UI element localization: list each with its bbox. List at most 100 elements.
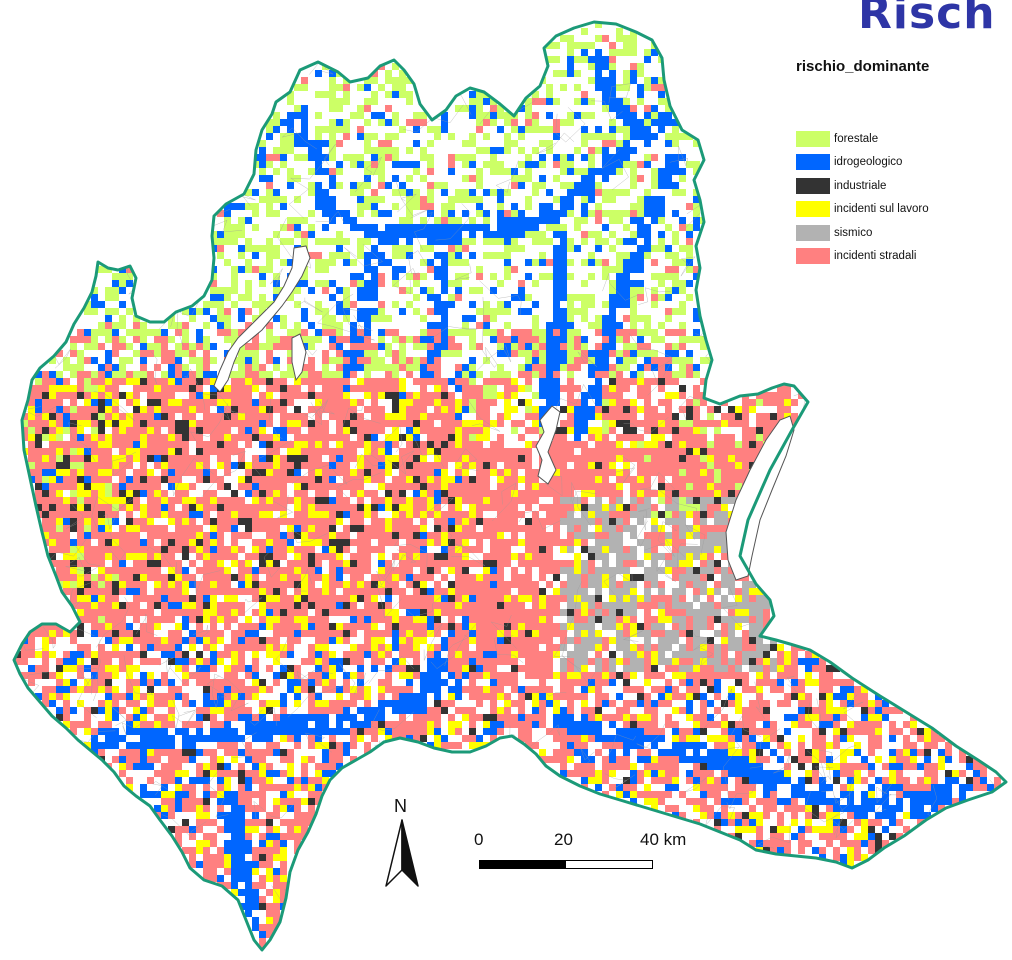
risk-cell [420,497,427,504]
risk-cell [315,126,322,133]
risk-cell [280,609,287,616]
risk-cell [420,448,427,455]
risk-cell [182,406,189,413]
risk-cell [273,532,280,539]
risk-cell [308,602,315,609]
risk-cell [385,595,392,602]
risk-cell [168,350,175,357]
risk-cell [518,161,525,168]
risk-cell [553,609,560,616]
risk-cell [98,518,105,525]
risk-cell [224,518,231,525]
risk-cell [378,525,385,532]
risk-cell [665,175,672,182]
risk-cell [378,364,385,371]
risk-cell [595,322,602,329]
risk-cell [511,420,518,427]
risk-cell [455,539,462,546]
risk-cell [483,455,490,462]
risk-cell [672,308,679,315]
risk-cell [777,385,784,392]
risk-cell [308,455,315,462]
risk-cell [301,126,308,133]
risk-cell [707,532,714,539]
risk-cell [560,154,567,161]
risk-cell [616,483,623,490]
risk-cell [532,343,539,350]
risk-cell [224,420,231,427]
risk-cell [630,434,637,441]
risk-cell [203,476,210,483]
risk-cell [441,350,448,357]
risk-cell [329,539,336,546]
risk-cell [371,168,378,175]
risk-cell [420,546,427,553]
risk-cell [420,413,427,420]
risk-cell [350,427,357,434]
risk-cell [679,434,686,441]
risk-cell [497,574,504,581]
risk-cell [308,553,315,560]
risk-cell [434,343,441,350]
risk-cell [112,434,119,441]
risk-cell [63,483,70,490]
risk-cell [308,147,315,154]
risk-cell [252,574,259,581]
risk-cell [497,196,504,203]
risk-cell [175,448,182,455]
risk-cell [595,49,602,56]
risk-cell [567,49,574,56]
risk-cell [266,581,273,588]
risk-cell [238,476,245,483]
risk-cell [266,301,273,308]
risk-cell [294,392,301,399]
risk-cell [217,616,224,623]
risk-cell [448,378,455,385]
risk-cell [217,448,224,455]
risk-cell [126,273,133,280]
risk-cell [630,455,637,462]
risk-cell [686,490,693,497]
risk-cell [294,497,301,504]
risk-cell [259,546,266,553]
risk-cell [560,490,567,497]
risk-cell [161,476,168,483]
risk-cell [315,392,322,399]
risk-cell [42,406,49,413]
risk-cell [154,350,161,357]
risk-cell [637,343,644,350]
risk-cell [385,140,392,147]
risk-cell [483,483,490,490]
risk-cell [252,427,259,434]
risk-cell [371,308,378,315]
risk-cell [602,343,609,350]
risk-cell [434,126,441,133]
risk-cell [105,581,112,588]
risk-cell [406,497,413,504]
risk-cell [679,336,686,343]
risk-cell [210,448,217,455]
risk-cell [119,574,126,581]
risk-cell [154,532,161,539]
risk-cell [546,609,553,616]
risk-cell [574,574,581,581]
risk-cell [392,504,399,511]
risk-cell [70,525,77,532]
risk-cell [490,525,497,532]
risk-cell [581,469,588,476]
risk-cell [504,518,511,525]
risk-cell [588,518,595,525]
risk-cell [658,476,665,483]
risk-cell [462,448,469,455]
risk-cell [308,441,315,448]
risk-cell [658,420,665,427]
risk-cell [567,511,574,518]
risk-cell [665,490,672,497]
risk-cell [602,427,609,434]
risk-cell [672,392,679,399]
risk-cell [525,273,532,280]
risk-cell [238,245,245,252]
risk-cell [245,525,252,532]
risk-cell [602,266,609,273]
risk-cell [98,588,105,595]
